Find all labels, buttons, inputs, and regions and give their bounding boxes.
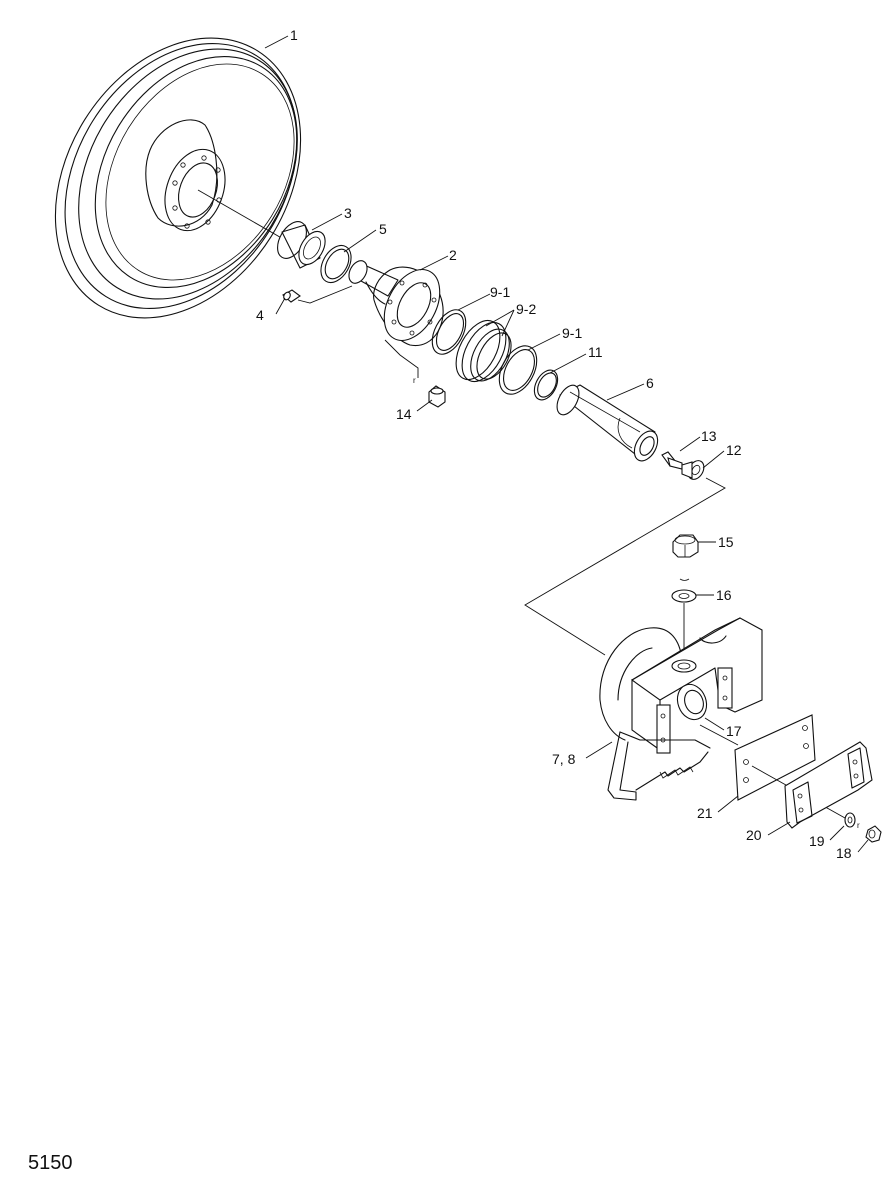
- svg-text:r: r: [413, 376, 416, 385]
- idler-wheel: [54, 37, 302, 319]
- thread-mark: [679, 578, 690, 581]
- svg-text:r: r: [857, 821, 860, 830]
- assembly-line-12: [524, 477, 726, 656]
- callout-1: 1: [290, 27, 298, 43]
- pin-4: [282, 285, 353, 304]
- ring-9-1b: [498, 345, 538, 395]
- callout-11: 11: [588, 344, 603, 360]
- callout-19: 19: [809, 833, 825, 849]
- callout-21: 21: [697, 805, 713, 821]
- callout-9-1-b: 9-1: [562, 325, 582, 341]
- plug-13: [661, 451, 683, 470]
- bolt-18: [865, 825, 882, 843]
- callout-7-8: 7, 8: [552, 751, 576, 767]
- bearing-bracket-7-8: [599, 617, 763, 801]
- callout-labels: 1 3 5 2 4 9-1 9-2 9-1 11 6 13 12 14 15 1…: [256, 27, 852, 861]
- callout-14: 14: [396, 406, 412, 422]
- callout-12: 12: [726, 442, 742, 458]
- callout-9-1-a: 9-1: [490, 284, 510, 300]
- callout-5: 5: [379, 221, 387, 237]
- washer-19: r: [844, 812, 860, 830]
- nut-15: [672, 534, 699, 558]
- bushing: [277, 221, 326, 269]
- callout-3: 3: [344, 205, 352, 221]
- callout-9-2: 9-2: [516, 301, 536, 317]
- ring-9-1a: [431, 309, 467, 355]
- washer-16: [671, 589, 697, 660]
- callout-15: 15: [718, 534, 734, 550]
- callout-18: 18: [836, 845, 852, 861]
- callout-4: 4: [256, 307, 264, 323]
- page-number: 5150: [28, 1152, 73, 1174]
- leader-lines: [264, 35, 869, 853]
- callout-16: 16: [716, 587, 732, 603]
- guide-plate-20: [784, 741, 873, 829]
- callout-2: 2: [449, 247, 457, 263]
- shaft-6: [556, 384, 659, 462]
- bolt-14: [428, 385, 446, 408]
- callout-17: 17: [726, 723, 742, 739]
- callout-13: 13: [701, 428, 717, 444]
- callout-6: 6: [646, 375, 654, 391]
- callout-20: 20: [746, 827, 762, 843]
- o-ring-5: [320, 244, 352, 284]
- plug-12: [681, 460, 705, 480]
- shaft-flange-2: r: [348, 260, 444, 385]
